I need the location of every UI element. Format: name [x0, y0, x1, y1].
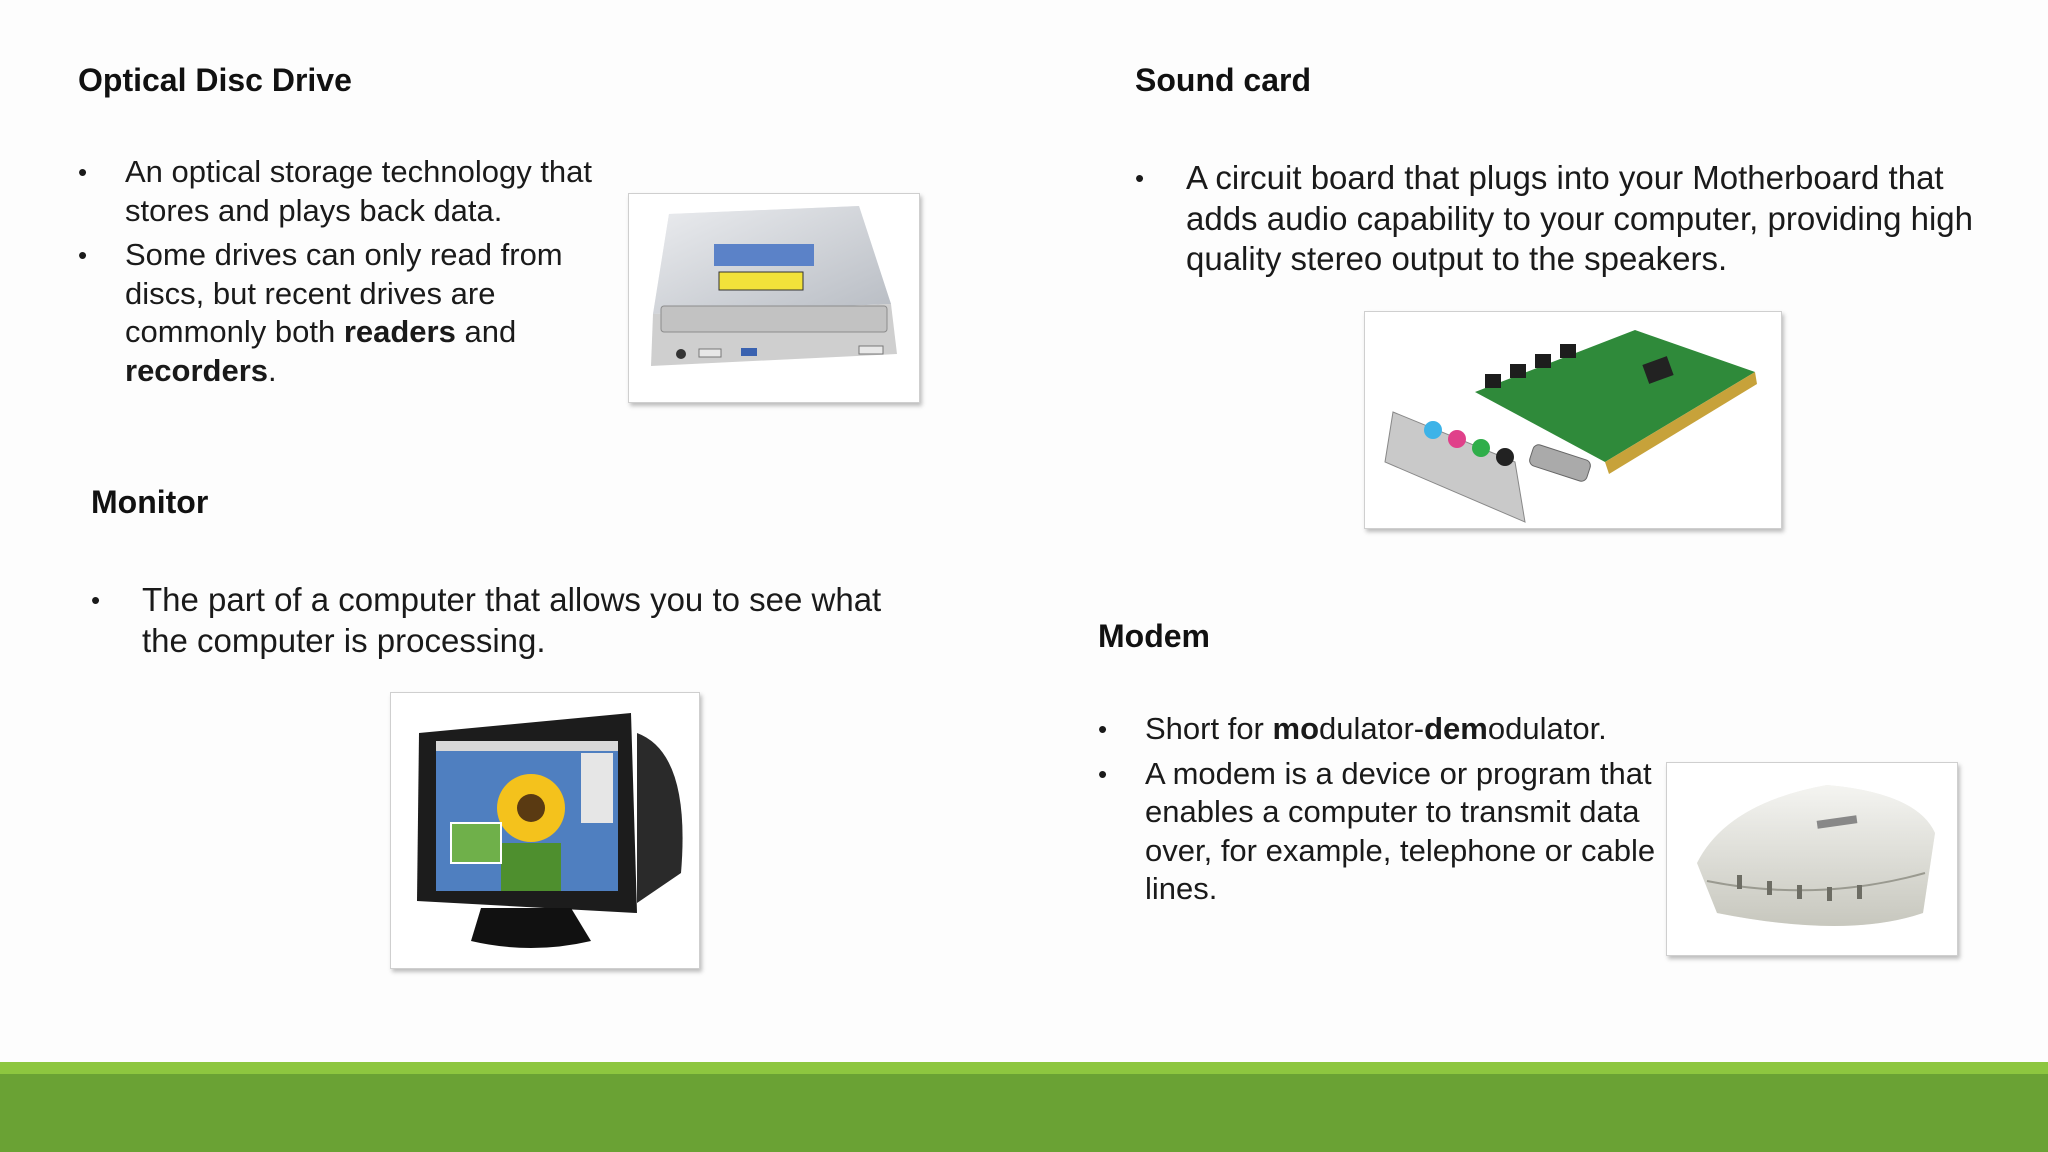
optical-bullets: •An optical storage technology that stor…	[78, 153, 618, 396]
optical-drive-image	[628, 193, 920, 403]
modem-bullets: •Short for modulator-demodulator. •A mod…	[1098, 710, 1658, 915]
sound-title: Sound card	[1135, 62, 1312, 98]
footer-bar	[0, 1074, 2048, 1152]
bullet-icon: •	[1098, 758, 1108, 789]
list-item: •The part of a computer that allows you …	[91, 581, 882, 659]
bullet-icon: •	[91, 585, 101, 615]
bullet-icon: •	[1135, 163, 1145, 193]
modem-image	[1666, 762, 1958, 956]
monitor-image	[390, 692, 700, 969]
list-item: •A modem is a device or program that ena…	[1098, 755, 1656, 907]
optical-title: Optical Disc Drive	[78, 62, 352, 98]
modem-title: Modem	[1098, 618, 1210, 654]
list-item: •An optical storage technology that stor…	[78, 154, 593, 228]
bullet-icon: •	[78, 157, 88, 187]
monitor-title: Monitor	[91, 484, 209, 520]
list-item: •A circuit board that plugs into your Mo…	[1135, 159, 1973, 277]
bullet-icon: •	[78, 240, 88, 270]
footer-accent-bar	[0, 1062, 2048, 1074]
monitor-bullets: •The part of a computer that allows you …	[91, 580, 931, 667]
list-item: •Short for modulator-demodulator.	[1098, 710, 1658, 749]
bullet-icon: •	[1098, 714, 1108, 744]
sound-card-image	[1364, 311, 1782, 529]
list-item: •Some drives can only read from discs, b…	[78, 237, 563, 388]
sound-bullets: •A circuit board that plugs into your Mo…	[1135, 158, 1975, 286]
